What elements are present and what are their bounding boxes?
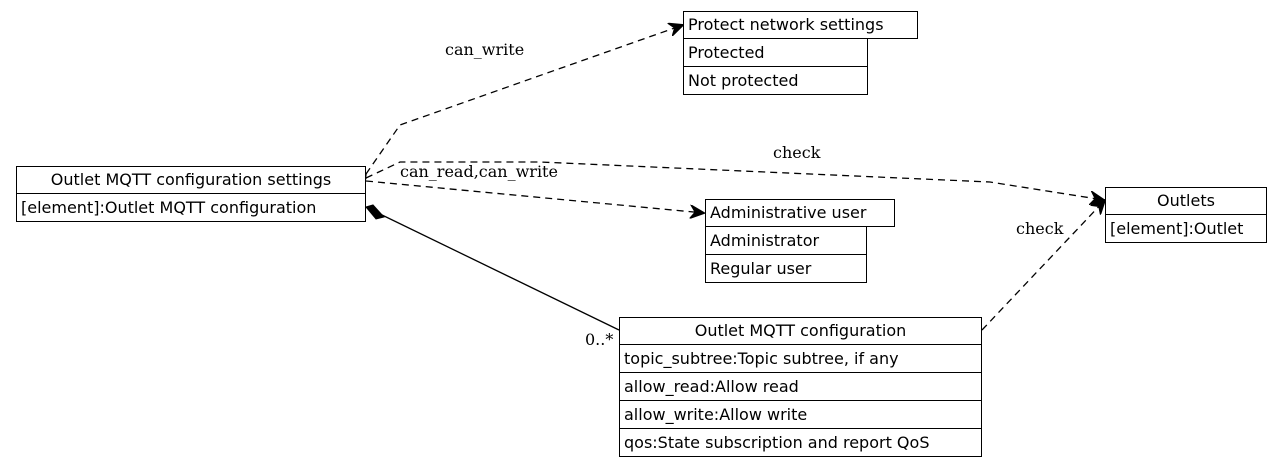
- node-attribute: allow_read:Allow read: [620, 372, 981, 400]
- label-can-read-can-write: can_read,can_write: [400, 162, 558, 181]
- node-protect-network-settings-values: Protected Not protected: [683, 38, 868, 95]
- node-outlet-mqtt-configuration-settings[interactable]: Outlet MQTT configuration settings [elem…: [16, 166, 366, 222]
- label-can-write: can_write: [445, 40, 525, 59]
- label-multiplicity: 0..*: [585, 330, 614, 349]
- composition-diamond: [365, 204, 385, 220]
- node-attribute: allow_write:Allow write: [620, 400, 981, 428]
- edge-can-write: [366, 25, 683, 174]
- node-administrative-user-values: Administrator Regular user: [705, 226, 867, 283]
- enum-value: Protected: [684, 38, 867, 66]
- node-outlets[interactable]: Outlets [element]:Outlet: [1105, 187, 1267, 243]
- node-administrative-user[interactable]: Administrative user: [705, 199, 895, 227]
- node-title: Outlets: [1157, 191, 1215, 210]
- enum-value: Regular user: [706, 254, 866, 282]
- enum-value: Not protected: [684, 66, 867, 94]
- edge-check-bottom: [981, 200, 1105, 331]
- node-title: Administrative user: [710, 203, 867, 222]
- node-outlet-mqtt-configuration[interactable]: Outlet MQTT configuration topic_subtree:…: [619, 317, 982, 457]
- node-attribute: [element]:Outlet MQTT configuration: [17, 193, 365, 221]
- node-title: Protect network settings: [688, 15, 884, 34]
- node-attribute: [element]:Outlet: [1106, 214, 1266, 242]
- node-title: Outlet MQTT configuration settings: [50, 170, 332, 189]
- edge-can-read-can-write: [365, 180, 704, 213]
- edge-check-top: [366, 161, 1104, 200]
- node-attribute: topic_subtree:Topic subtree, if any: [620, 344, 981, 372]
- edge-composition: [379, 213, 620, 331]
- node-attribute: qos:State subscription and report QoS: [620, 428, 981, 456]
- node-protect-network-settings[interactable]: Protect network settings: [683, 11, 918, 39]
- enum-value: Administrator: [706, 226, 866, 254]
- label-check-top: check: [773, 143, 821, 162]
- node-title: Outlet MQTT configuration: [694, 321, 907, 340]
- label-check-bottom: check: [1016, 219, 1064, 238]
